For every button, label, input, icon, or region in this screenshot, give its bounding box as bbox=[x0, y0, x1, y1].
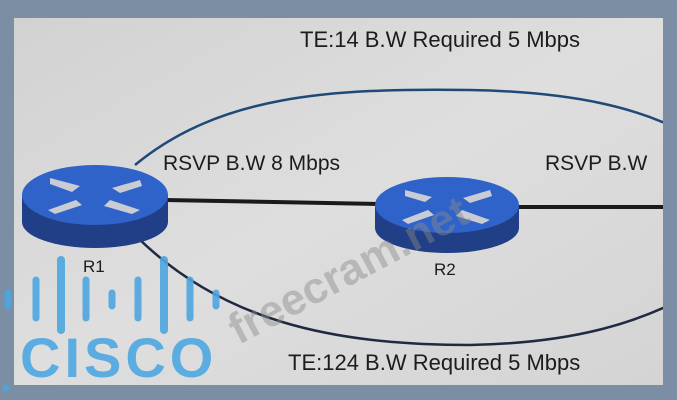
router-arrows-icon bbox=[402, 190, 492, 224]
cisco-logo-text: CISCO bbox=[20, 326, 217, 389]
router-arrows-icon bbox=[48, 178, 142, 214]
tunnel-te14-path bbox=[134, 88, 663, 166]
link1-rsvp-label: RSVP B.W 8 Mbps bbox=[163, 152, 340, 175]
link2-rsvp-label: RSVP B.W bbox=[545, 152, 647, 175]
tunnel-te14-label: TE:14 B.W Required 5 Mbps bbox=[300, 27, 580, 52]
link-r1-r2 bbox=[164, 198, 381, 206]
tunnel-te124-label: TE:124 B.W Required 5 Mbps bbox=[288, 350, 580, 375]
router-r2-label: R2 bbox=[434, 260, 456, 279]
router-r2[interactable] bbox=[375, 177, 519, 253]
cisco-logo bbox=[2, 256, 220, 392]
router-r1[interactable] bbox=[22, 165, 168, 248]
tunnel-te124-path bbox=[134, 234, 663, 347]
router-r1-label: R1 bbox=[83, 257, 105, 276]
